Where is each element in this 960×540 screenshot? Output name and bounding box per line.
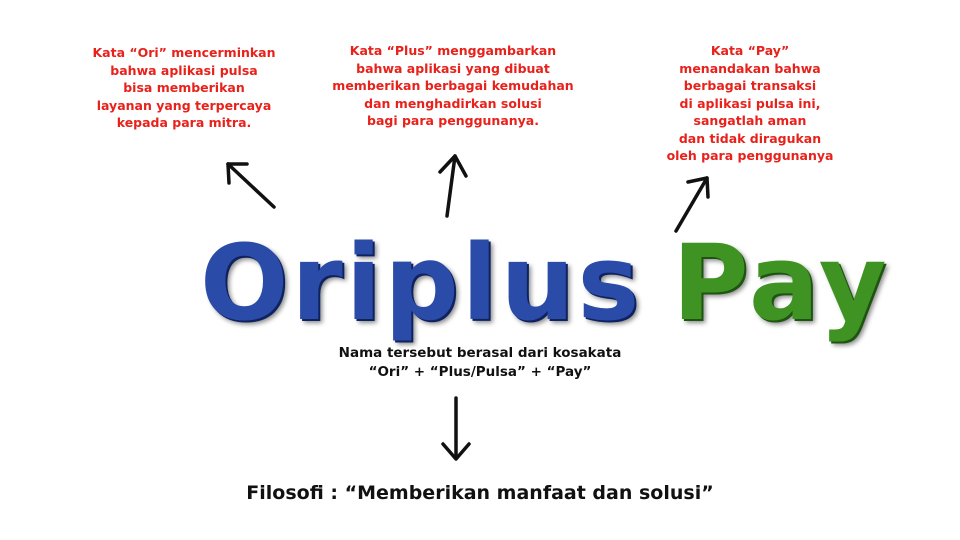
note-plus-line: Kata “Plus” menggambarkan: [349, 43, 557, 58]
logo-word-oriplus: Oriplus: [200, 222, 643, 344]
note-pay-line: menandakan bahwa: [679, 60, 821, 76]
arrow-to-pay-icon: [674, 176, 710, 233]
philosophy-text: Filosofi : “Memberikan manfaat dan solus…: [246, 482, 714, 504]
note-ori-line: kepada para mitra.: [116, 115, 252, 130]
logo-word-pay: Pay: [672, 222, 890, 344]
note-plus-line: memberikan berbagai kemudahan: [332, 78, 574, 93]
note-plus-line: bahwa aplikasi yang dibuat: [356, 60, 550, 76]
note-pay-line: sangatlah aman: [693, 113, 807, 128]
note-pay-line: Kata “Pay”: [710, 43, 790, 58]
note-plus: Kata “Plus” menggambarkan bahwa aplikasi…: [328, 42, 578, 130]
note-pay-line: di aplikasi pulsa ini,: [679, 95, 821, 111]
note-ori-line: layanan yang terpercaya: [96, 97, 272, 113]
note-plus-line: dan menghadirkan solusi: [364, 95, 542, 111]
note-ori-line: bisa memberikan: [123, 80, 245, 95]
note-pay: Kata “Pay” menandakan bahwa berbagai tra…: [640, 42, 860, 165]
arrow-to-filosofi-icon: [441, 396, 471, 461]
origin-line: “Ori” + “Plus/Pulsa” + “Pay”: [368, 364, 592, 380]
note-pay-line: oleh para penggunanya: [666, 148, 834, 163]
note-ori-line: Kata “Ori” mencerminkan: [92, 45, 276, 60]
note-pay-line: dan tidak diragukan: [678, 130, 822, 146]
origin-line: Nama tersebut berasal dari kosakata: [338, 345, 622, 361]
note-ori-line: bahwa aplikasi pulsa: [110, 62, 258, 78]
arrow-to-plus-icon: [438, 154, 468, 218]
arrow-to-ori-icon: [226, 162, 276, 209]
note-pay-line: berbagai transaksi: [683, 78, 817, 93]
note-ori: Kata “Ori” mencerminkan bahwa aplikasi p…: [84, 44, 284, 132]
note-plus-line: bagi para penggunanya.: [367, 113, 539, 128]
name-origin-text: Nama tersebut berasal dari kosakata “Ori…: [300, 344, 660, 382]
